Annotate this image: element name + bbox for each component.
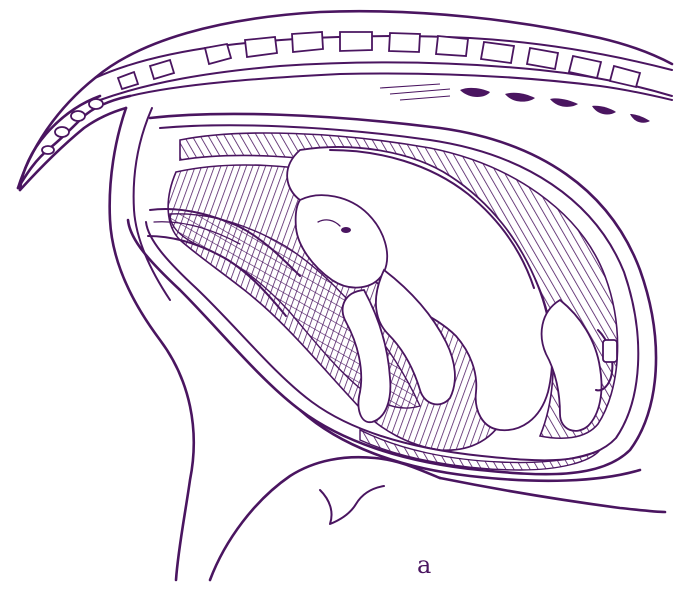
udder-outline: [210, 457, 665, 580]
panel-label: а: [417, 553, 431, 577]
vertebral-column: [95, 32, 672, 123]
